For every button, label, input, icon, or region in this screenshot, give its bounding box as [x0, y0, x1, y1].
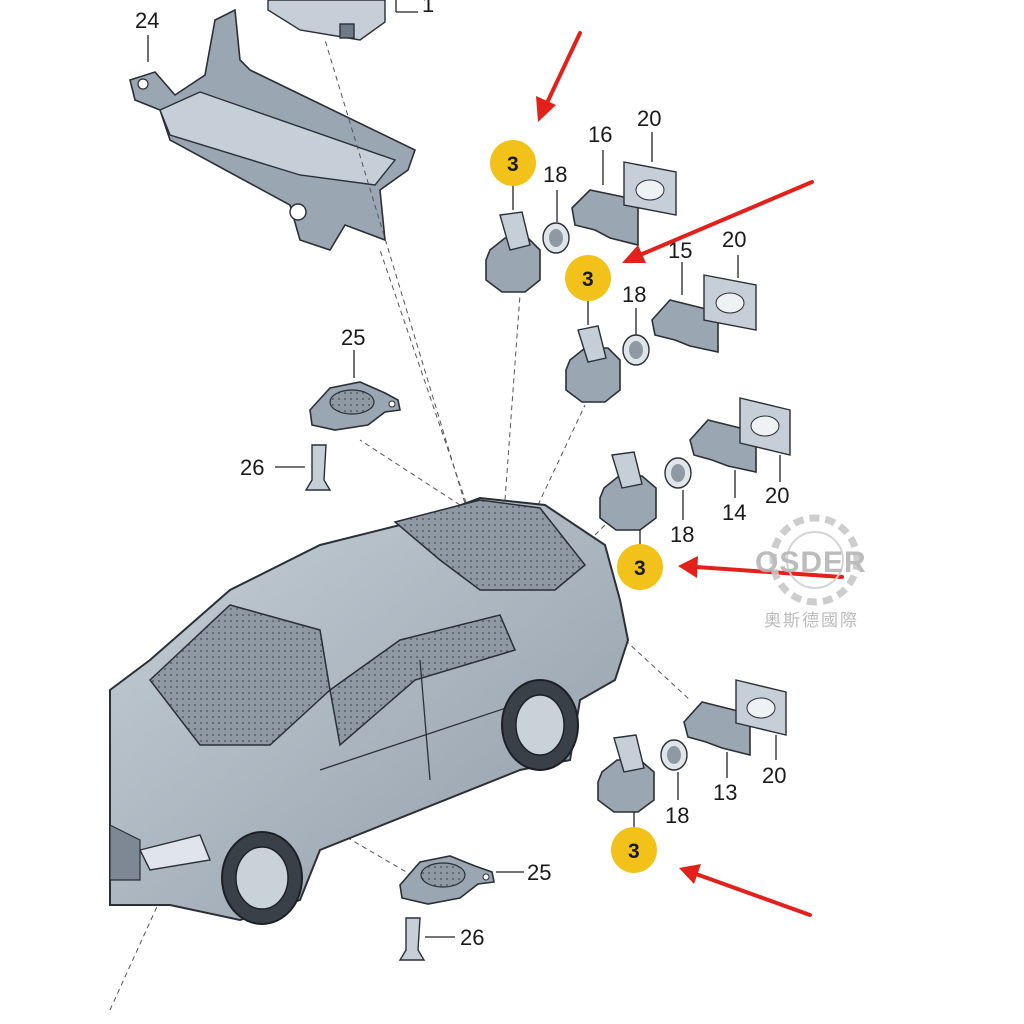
buzzer-lower: 25 26: [398, 855, 551, 961]
label-16: 16: [588, 122, 612, 147]
highlight-circle-2: [565, 255, 611, 301]
highlight-circle-1: [490, 140, 536, 186]
sensor-set-3: 3 18 14 20: [599, 397, 791, 590]
watermark-chinese: 奧斯德國際: [764, 611, 859, 630]
label-13: 13: [713, 780, 737, 805]
highlight-circle-3: [617, 544, 663, 590]
watermark: OSDER 奧斯德國際: [755, 514, 867, 630]
label-24: 24: [135, 8, 159, 33]
label-3-set1: 3: [507, 153, 519, 176]
label-18-set3: 18: [670, 522, 694, 547]
label-20-set1: 20: [637, 106, 661, 131]
label-18-set4: 18: [665, 803, 689, 828]
buzzer-upper: 25 26: [240, 325, 401, 491]
highlight-circle-4: [611, 827, 657, 873]
label-25-lower: 25: [527, 860, 551, 885]
label-26-lower: 26: [460, 925, 484, 950]
car-illustration: [109, 496, 630, 925]
control-unit-top: 1: [267, 0, 434, 41]
arrow-4: [679, 864, 812, 917]
headlight: [138, 834, 211, 871]
arrow-1: [536, 31, 582, 122]
label-26-upper: 26: [240, 455, 264, 480]
label-14: 14: [722, 500, 746, 525]
sensor-set-2: 3 18 15 20: [565, 227, 757, 403]
watermark-brand: OSDER: [755, 546, 867, 579]
label-18-set2: 18: [622, 282, 646, 307]
rear-window: [393, 499, 587, 591]
red-arrows: [536, 31, 844, 917]
gear-icon: [769, 514, 861, 606]
sensor-set-1: 3 18 16 20: [485, 106, 677, 293]
label-20-set2: 20: [722, 227, 746, 252]
label-3-set4: 3: [628, 840, 640, 863]
arrow-3: [678, 556, 844, 579]
label-1: 1: [422, 0, 434, 17]
label-20-set4: 20: [762, 763, 786, 788]
label-3-set3: 3: [634, 557, 646, 580]
sensor-set-4: 3 18 13 20: [597, 679, 787, 873]
label-3-set2: 3: [582, 268, 594, 291]
front-grille: [109, 824, 141, 881]
arrow-2: [622, 180, 814, 263]
leader-lines: [109, 39, 691, 1011]
label-18-set1: 18: [543, 162, 567, 187]
label-20-set3: 20: [765, 483, 789, 508]
mounting-bracket: 24: [129, 8, 416, 251]
side-windows: [329, 614, 517, 747]
label-25-upper: 25: [341, 325, 365, 350]
